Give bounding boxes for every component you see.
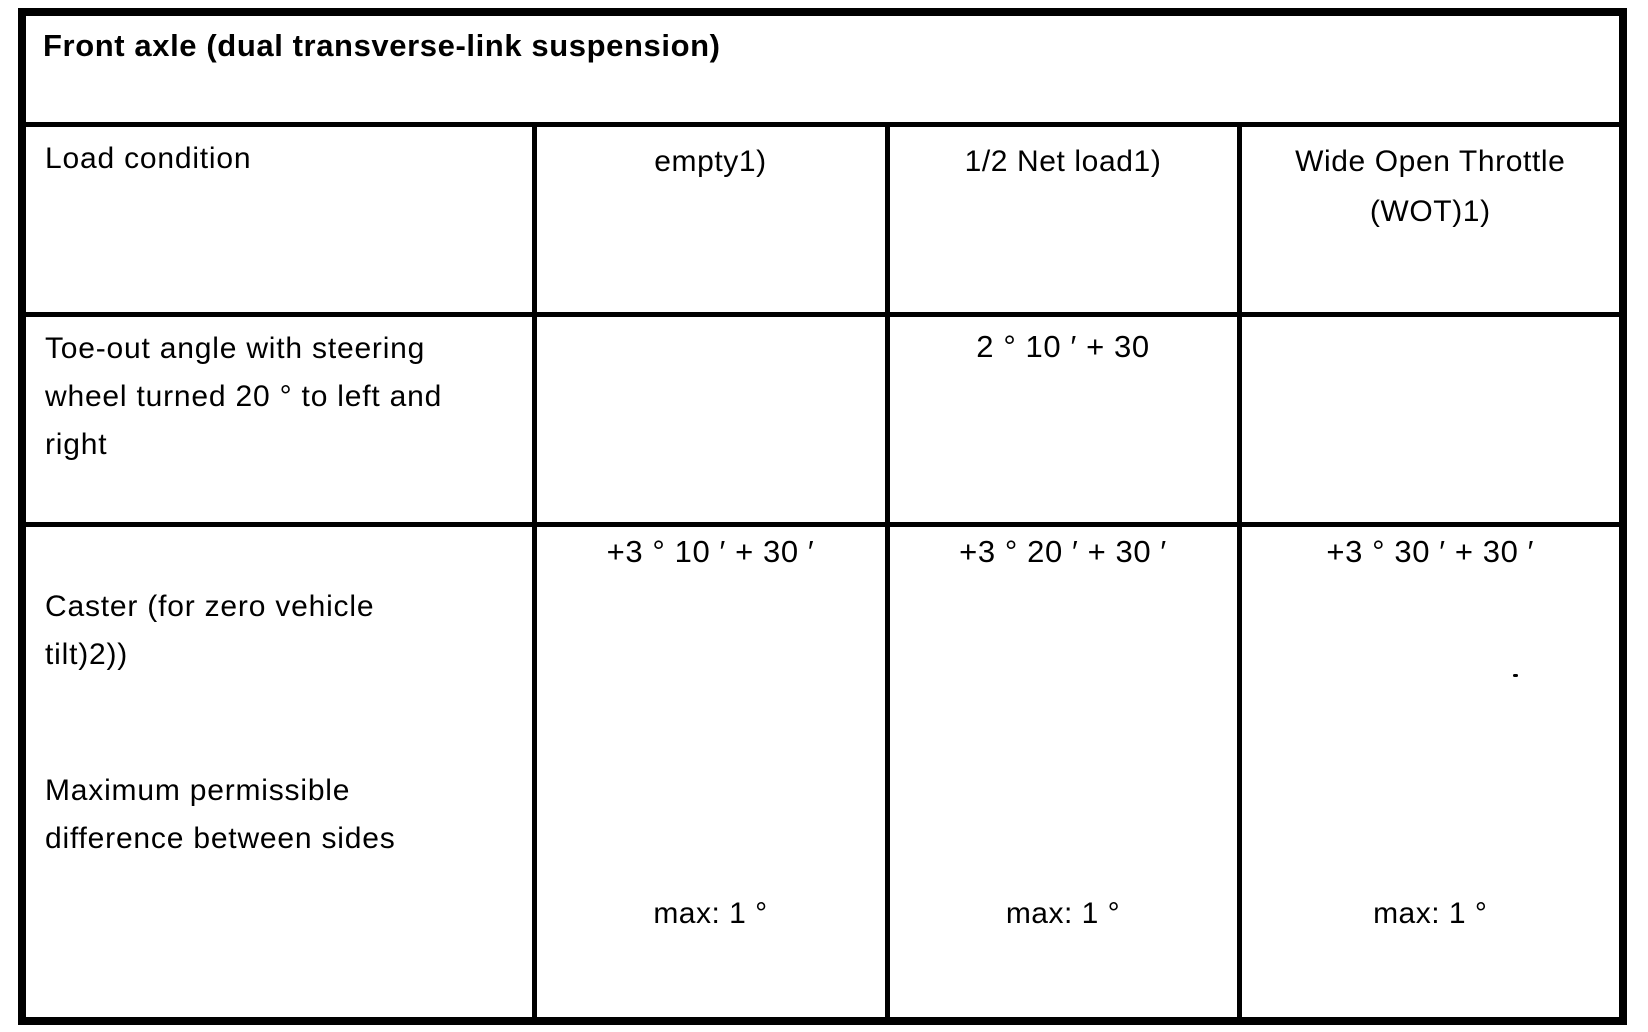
scan-artifact-dot xyxy=(1513,674,1518,677)
header-col-empty: empty1) xyxy=(531,121,890,317)
title-row: Front axle (dual transverse-link suspens… xyxy=(19,9,1626,127)
caster-label-cell: Caster (for zero vehicle tilt)2)) Maximu… xyxy=(19,521,537,1024)
caster-cell-half-net-load: +3 ° 20 ′ + 30 ′ max: 1 ° xyxy=(884,521,1242,1024)
toe-out-label: Toe-out angle with steering wheel turned… xyxy=(19,311,537,527)
max-difference-label: Maximum permissible difference between s… xyxy=(45,773,396,855)
toe-out-value-half-net-load: 2 ° 10 ′ + 30 xyxy=(884,311,1242,527)
caster-row: Caster (for zero vehicle tilt)2)) Maximu… xyxy=(19,521,1626,1024)
caster-value-half-net-load: +3 ° 20 ′ + 30 ′ xyxy=(959,533,1167,569)
toe-out-row: Toe-out angle with steering wheel turned… xyxy=(19,311,1626,527)
caster-value-wot: +3 ° 30 ′ + 30 ′ xyxy=(1326,533,1535,569)
caster-max-wot: max: 1 ° xyxy=(1373,896,1488,930)
toe-out-value-wot xyxy=(1236,311,1626,527)
toe-out-value-empty-load xyxy=(531,311,890,527)
caster-max-empty-load: max: 1 ° xyxy=(653,896,768,930)
caster-cell-wot: +3 ° 30 ′ + 30 ′ max: 1 ° xyxy=(1236,521,1626,1024)
caster-cell-empty-load: +3 ° 10 ′ + 30 ′ max: 1 ° xyxy=(531,521,890,1024)
header-col-wide-open-throttle: Wide Open Throttle (WOT)1) xyxy=(1236,121,1626,317)
header-row: Load condition empty1) 1/2 Net load1) Wi… xyxy=(19,121,1626,317)
caster-max-half-net-load: max: 1 ° xyxy=(1005,896,1121,930)
table-title: Front axle (dual transverse-link suspens… xyxy=(19,9,1626,127)
header-load-condition: Load condition xyxy=(19,121,537,317)
caster-label: Caster (for zero vehicle tilt)2)) xyxy=(45,589,375,671)
front-axle-spec-table: Front axle (dual transverse-link suspens… xyxy=(18,8,1628,1025)
caster-value-empty-load: +3 ° 10 ′ + 30 ′ xyxy=(606,533,815,569)
header-col-half-net-load: 1/2 Net load1) xyxy=(884,121,1242,317)
